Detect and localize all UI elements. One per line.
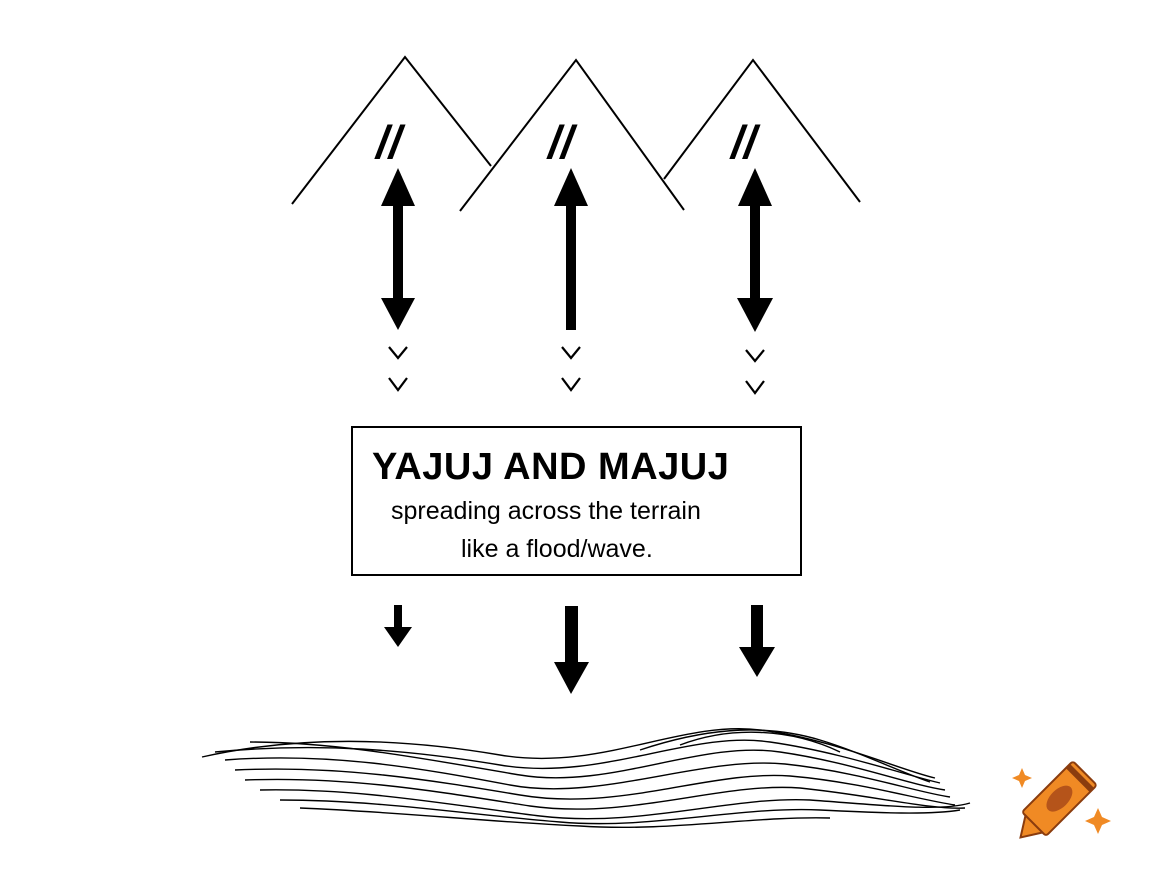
double-arrow-left: [381, 168, 415, 330]
double-arrows: [381, 168, 773, 332]
peak-mark-right: //: [729, 116, 761, 168]
peak-mark-middle: //: [546, 116, 578, 168]
down-arrow-left: [384, 605, 412, 647]
chevron-down-icon: [388, 377, 408, 392]
chevron-down-icon: [388, 346, 408, 360]
peak-mark-left: //: [374, 116, 406, 168]
down-arrow-right: [739, 605, 775, 677]
chevron-down-icon: [745, 349, 765, 363]
label-line-1: spreading across the terrain: [391, 497, 701, 525]
label-box: [351, 426, 802, 576]
sparkle-icon: [1085, 808, 1111, 834]
double-arrow-middle: [554, 168, 588, 330]
down-arrows: [384, 605, 775, 694]
chevron-down-icon: [745, 380, 765, 395]
mountain-right: [663, 58, 861, 203]
wave-lines: [201, 728, 971, 829]
down-arrow-middle: [554, 606, 589, 694]
chevron-down-icon: [561, 377, 581, 392]
double-arrow-right: [737, 168, 773, 332]
mountains: [291, 55, 861, 212]
sparkle-icon: [1012, 768, 1032, 788]
chevrons: [388, 346, 765, 395]
label-line-2: like a flood/wave.: [461, 535, 653, 563]
crayon-icon: [1012, 761, 1111, 839]
mountain-left: [291, 55, 492, 205]
mountain-middle: [459, 58, 685, 212]
chevron-down-icon: [561, 346, 581, 360]
label-title: YAJUJ AND MAJUJ: [372, 446, 730, 488]
